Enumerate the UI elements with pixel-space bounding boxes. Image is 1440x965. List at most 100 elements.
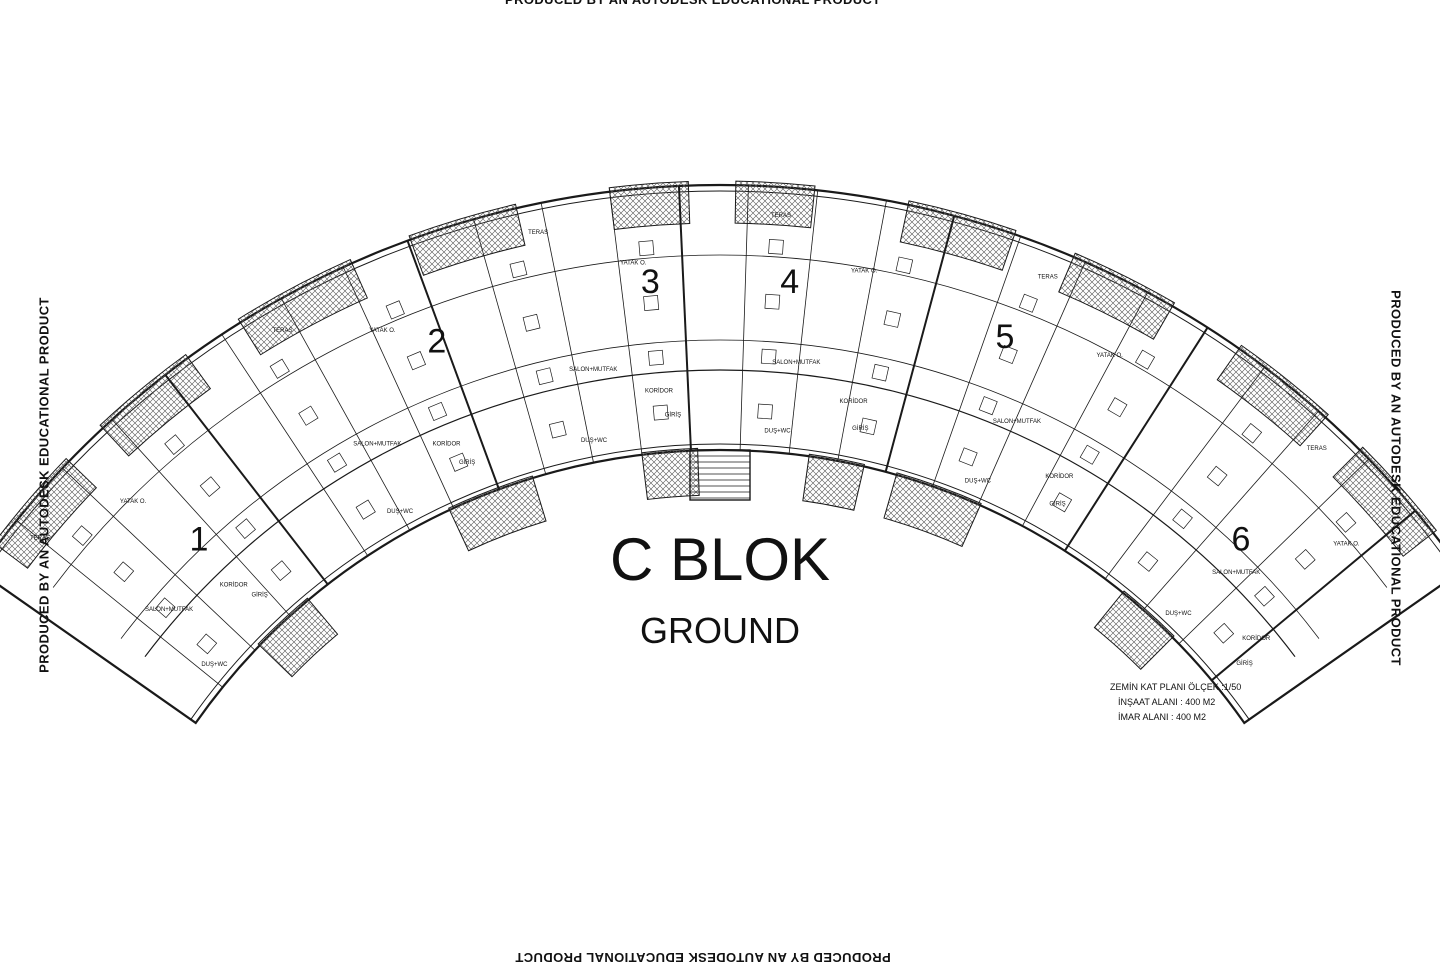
partition-wall [1022, 292, 1149, 527]
partition-wall [406, 240, 500, 490]
fixture [427, 401, 448, 422]
partition-wall [221, 334, 369, 556]
room-label: DUŞ+WC [764, 429, 791, 435]
watermark-top: PRODUCED BY AN AUTODESK EDUCATIONAL PROD… [505, 0, 881, 7]
partition-wall [16, 520, 223, 688]
fixture [638, 240, 655, 257]
fixture [998, 344, 1018, 364]
partition-wall [473, 219, 547, 475]
fixture [406, 351, 427, 371]
terrace-hatch [1332, 446, 1438, 557]
terrace-hatch [99, 353, 212, 457]
fixture [326, 452, 348, 473]
partition-wall [164, 374, 329, 585]
fixture [895, 256, 914, 275]
room-label: YATAK O. [1096, 353, 1123, 359]
fixture [1107, 397, 1128, 418]
fixture [760, 348, 777, 365]
fixture [1254, 585, 1275, 607]
fixture [270, 560, 292, 581]
fixture [535, 367, 554, 386]
room-labels: SALON+MUTFAK YATAK O. KORİDOR GİRİŞ TERAS DUŞ… [30, 213, 1360, 668]
partition-wall [677, 185, 692, 451]
room-label: GİRİŞ [1236, 660, 1252, 667]
partition-wall [739, 185, 749, 451]
fixture [643, 295, 660, 311]
room-label: SALON+MUTFAK [993, 419, 1041, 425]
fixture [522, 313, 541, 332]
fixture [164, 434, 185, 455]
room-label: KORİDOR [1242, 635, 1271, 642]
terrace-hatch [608, 181, 691, 231]
terrace-hatch [408, 203, 526, 276]
fixture [449, 452, 469, 472]
fixture [1335, 512, 1357, 533]
construction-area-note: İNŞAAT ALANI : 400 M2 [1118, 697, 1216, 707]
room-label: DUŞ+WC [965, 478, 992, 484]
plan-title: C BLOK [609, 526, 831, 593]
terrace-hatch [802, 453, 866, 511]
room-label: SALON+MUTFAK [772, 360, 820, 366]
room-label: TERAS [1038, 275, 1058, 281]
terrace-hatch [0, 457, 98, 569]
terrace-hatch [1216, 344, 1329, 447]
partition-wall [609, 191, 643, 455]
fixture [71, 525, 93, 546]
partition-wall [837, 200, 887, 461]
partition-wall [62, 467, 256, 651]
room-label: TERAS [528, 230, 548, 236]
room-label: KORİDOR [432, 441, 461, 448]
room-label: YATAK O. [1333, 541, 1360, 547]
room-label: TERAS [1307, 446, 1327, 452]
room-label: SALON+MUTFAK [145, 607, 193, 613]
corridor-wall [120, 339, 1320, 639]
terrace-hatch [1093, 590, 1175, 670]
room-wall [52, 254, 1388, 588]
terrace-hatch [641, 447, 700, 500]
fixture [154, 597, 176, 619]
corridor-wall [144, 369, 1296, 658]
fixture [1135, 349, 1156, 370]
plan-structure [0, 180, 1440, 725]
terrace-hatch [448, 475, 547, 552]
scale-note: ZEMİN KAT PLANI ÖLÇEK :1/50 [1110, 682, 1242, 692]
plan-notes: ZEMİN KAT PLANI ÖLÇEK :1/50 İNŞAAT ALANI… [1110, 680, 1241, 725]
room-label: GİRİŞ [459, 459, 475, 466]
room-label: YATAK O. [851, 269, 878, 275]
room-label: TERAS [30, 535, 50, 541]
fixture [978, 396, 998, 416]
unit-number: 4 [780, 263, 799, 301]
fixture [1079, 444, 1100, 465]
fixture [1206, 465, 1228, 487]
watermark-bottom: PRODUCED BY AN AUTODESK EDUCATIONAL PROD… [515, 950, 891, 965]
fixture [1241, 422, 1263, 444]
fixture [871, 363, 890, 382]
fixture [768, 239, 784, 255]
room-label: YATAK O. [120, 499, 147, 505]
room-label: KORİDOR [645, 388, 674, 395]
stair [689, 449, 751, 501]
fixture [859, 417, 878, 436]
room-label: SALON+MUTFAK [353, 441, 401, 447]
partition-wall [540, 202, 594, 463]
terrace-hatch [257, 597, 339, 678]
room-label: YATAK O. [369, 328, 396, 334]
fixture [196, 633, 218, 655]
terrace-hatch [237, 258, 369, 356]
room-label: GİRİŞ [251, 591, 267, 598]
room-label: YATAK O. [620, 261, 647, 267]
partition-wall [977, 261, 1086, 505]
room-label: TERAS [272, 328, 292, 334]
unit-number: 6 [1232, 520, 1251, 558]
partition-wall [884, 215, 956, 473]
fixture [652, 404, 669, 421]
partition-wall [788, 190, 819, 454]
room-label: DUŞ+WC [1165, 611, 1192, 617]
fixture [1213, 622, 1235, 644]
room-label: DUŞ+WC [201, 662, 228, 668]
room-label: GİRİŞ [1049, 500, 1065, 507]
fixture [883, 310, 902, 328]
fixture [1018, 293, 1038, 313]
partition-wall [1104, 366, 1265, 580]
